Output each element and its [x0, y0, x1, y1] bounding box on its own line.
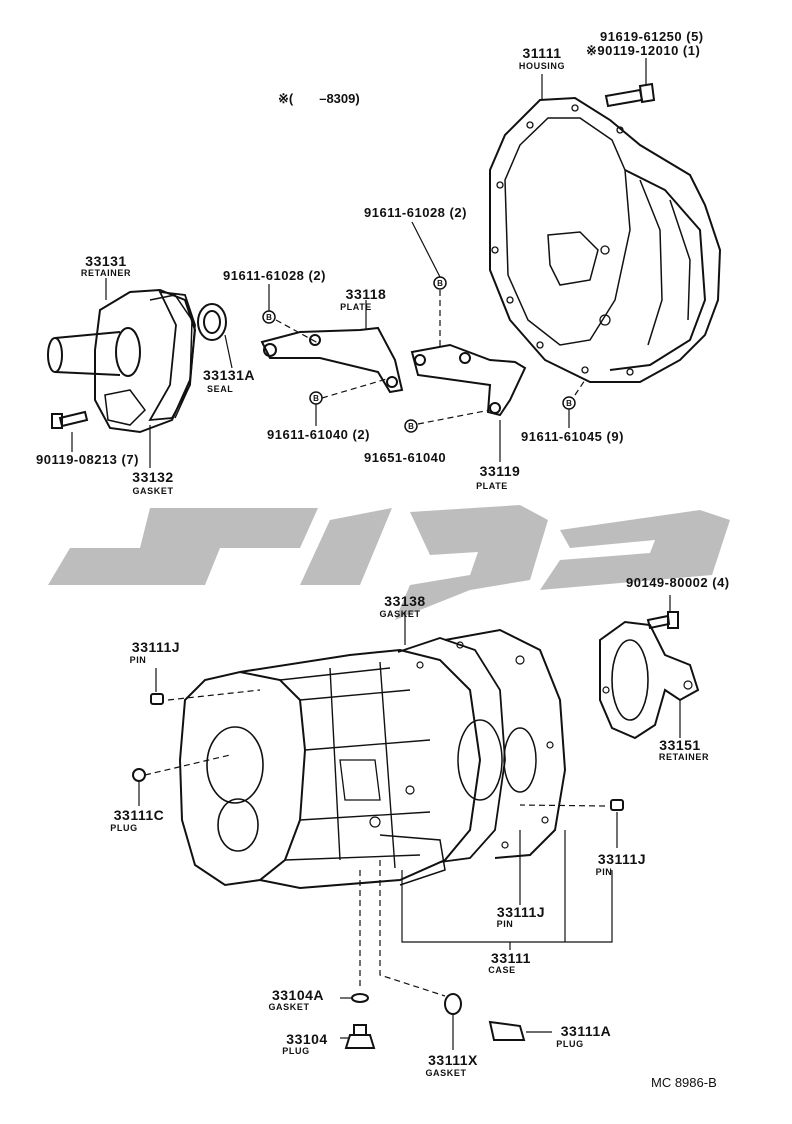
bolt-plate-upper-number: 91611-61028 (2): [223, 268, 326, 283]
gasket-x-shape: [444, 993, 462, 1015]
pin-right-number: 33111J: [597, 851, 647, 867]
bolt-rear-retainer-number: 90149-80002 (4): [626, 575, 730, 590]
leader-lines: [71, 58, 681, 1050]
seal-number: 33131A: [203, 367, 256, 383]
plug-drain-number: 33104: [286, 1031, 328, 1047]
plug-c-shape: [132, 768, 146, 782]
case-number: 33111: [491, 950, 531, 966]
pin-right-name: PIN: [595, 867, 613, 877]
gasket-front-number: 33132: [132, 469, 174, 485]
bolt-marker: [404, 419, 418, 433]
pin-left-name: PIN: [129, 655, 147, 665]
rear-retainer-drawing: [599, 620, 700, 740]
svg-text:B: B: [313, 394, 319, 403]
case-name: CASE: [488, 965, 516, 975]
gasket-x-number: 33111X: [428, 1052, 478, 1068]
bolt-markers: [262, 276, 576, 433]
retainer-front-number: 33131: [85, 253, 127, 269]
plate-33118-number: 33118: [345, 286, 387, 302]
plug-a-name: PLUG: [556, 1039, 584, 1049]
dashed-lines: [144, 290, 606, 997]
pin-center-name: PIN: [496, 919, 514, 929]
plug-a-shape: [488, 1020, 526, 1041]
housing-bolt-b-number: ※90119-12010 (1): [586, 43, 701, 58]
pin-left-shape: [150, 693, 164, 705]
plate-33119-number: 33119: [479, 463, 521, 479]
retainer-bolt-drawing: [51, 410, 89, 429]
plate-33119-name: PLATE: [476, 481, 508, 491]
housing-name: HOUSING: [518, 61, 566, 71]
gasket-x-name: GASKET: [425, 1068, 467, 1078]
pin-right-shape: [610, 799, 624, 811]
retainer-rear-number: 33151: [659, 737, 701, 753]
svg-text:B: B: [566, 399, 572, 408]
housing-bolt-a-number: 91619-61250 (5): [600, 29, 704, 44]
small-parts-drawing: [132, 693, 624, 1049]
pin-left-number: 33111J: [131, 639, 181, 655]
gasket-plug-shape: [351, 993, 369, 1003]
case-drawing: [178, 628, 567, 890]
date-note: ※( –8309): [278, 91, 360, 106]
bolt-plate-lower-number: 91611-61040 (2): [267, 427, 370, 442]
gasket-plug-name: GASKET: [268, 1002, 310, 1012]
front-gasket-drawing: [148, 290, 196, 422]
watermark-logo: [48, 505, 730, 620]
svg-text:B: B: [266, 313, 272, 322]
rear-bolt-drawing: [646, 611, 679, 630]
housing-drawing: [489, 96, 722, 383]
bolt-retainer-number: 90119-08213 (7): [36, 452, 139, 467]
bolt-91651-number: 91651-61040: [364, 450, 447, 465]
pin-center-number: 33111J: [496, 904, 546, 920]
housing-bolt-drawing: [604, 82, 656, 108]
gasket-plug-number: 33104A: [271, 987, 325, 1003]
plug-a-number: 33111A: [560, 1023, 612, 1039]
plug-c-number: 33111C: [113, 807, 165, 823]
gasket-front-name: GASKET: [132, 486, 174, 496]
plate-33119-drawing: [410, 343, 527, 417]
plate-33118-drawing: [260, 326, 404, 394]
seal-name: SEAL: [207, 384, 234, 394]
housing-number: 31111: [522, 45, 562, 61]
plug-drain-shape: [344, 1024, 376, 1049]
svg-text:B: B: [408, 422, 414, 431]
svg-text:B: B: [437, 279, 443, 288]
plug-drain-name: PLUG: [282, 1046, 310, 1056]
seal-drawing: [197, 303, 227, 341]
gasket-case-number: 33138: [384, 593, 426, 609]
plate-33118-name: PLATE: [340, 302, 372, 312]
plug-c-name: PLUG: [110, 823, 138, 833]
bolt-housing-number: 91611-61045 (9): [521, 429, 624, 444]
retainer-front-name: RETAINER: [80, 268, 132, 278]
bolt-plate-right-number: 91611-61028 (2): [364, 205, 467, 220]
gasket-case-name: GASKET: [379, 609, 421, 619]
footer-code: MC 8986-B: [651, 1075, 717, 1090]
retainer-rear-name: RETAINER: [658, 752, 710, 762]
